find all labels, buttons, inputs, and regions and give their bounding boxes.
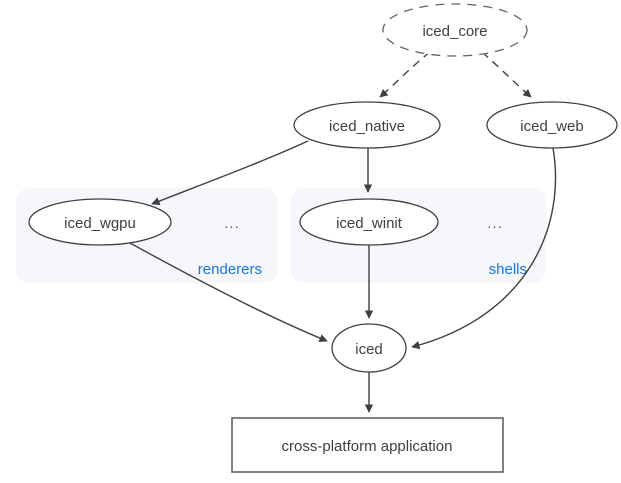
edge-iced-core-to-iced-web: [481, 51, 532, 98]
edge-iced-wgpu-to-iced: [129, 242, 328, 343]
node-iced-wgpu-shape[interactable]: [28, 198, 172, 246]
node-iced-label: iced: [355, 341, 383, 358]
node-iced-web[interactable]: iced_web: [486, 101, 618, 149]
edges-layer: [129, 51, 557, 413]
node-iced-shape[interactable]: [331, 323, 407, 373]
edge-iced-web-to-iced: [411, 147, 557, 350]
edge-iced-native-to-iced-wgpu: [151, 140, 309, 206]
node-iced-core-label: iced_core: [422, 23, 487, 40]
node-iced[interactable]: iced: [331, 323, 407, 373]
edge-iced-core-to-iced-native: [379, 51, 431, 98]
node-iced-winit-shape[interactable]: [299, 198, 439, 246]
cluster-renderers-ellipsis: ...: [224, 215, 240, 232]
node-iced-native-label: iced_native: [329, 118, 405, 135]
node-iced-native-shape[interactable]: [293, 101, 441, 149]
node-iced-winit[interactable]: iced_winit: [299, 198, 439, 246]
node-application-shape[interactable]: [231, 417, 504, 473]
node-iced-core-shape[interactable]: [382, 3, 528, 57]
node-iced-core[interactable]: iced_core: [382, 3, 528, 57]
node-iced-web-label: iced_web: [520, 118, 583, 135]
node-iced-winit-label: iced_winit: [336, 215, 403, 232]
node-iced-native[interactable]: iced_native: [293, 101, 441, 149]
node-iced-wgpu[interactable]: iced_wgpu: [28, 198, 172, 246]
cluster-shells-label: shells: [489, 261, 527, 278]
node-application-label: cross-platform application: [282, 438, 453, 455]
node-iced-wgpu-label: iced_wgpu: [64, 215, 136, 232]
cluster-renderers-label: renderers: [198, 261, 262, 278]
cluster-shells-ellipsis: ...: [487, 215, 503, 232]
node-iced-web-shape[interactable]: [486, 101, 618, 149]
node-application[interactable]: cross-platform application: [231, 417, 504, 473]
